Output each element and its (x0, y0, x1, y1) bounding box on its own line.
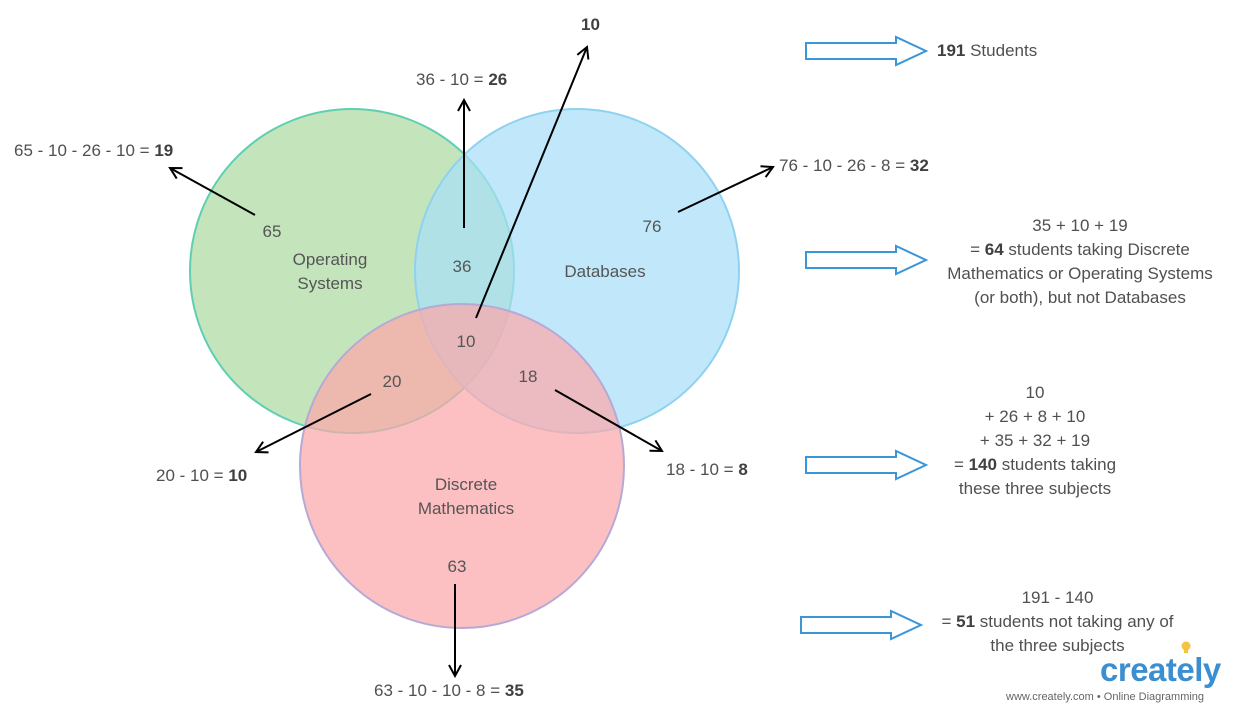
note-any-subject-line3: + 35 + 32 + 19 (979, 431, 1091, 450)
note-not-databases-line2: = 64 students taking Discrete (970, 240, 1190, 259)
calc-os-dm-only: 20 - 10 = 10 (156, 466, 248, 485)
creately-tagline[interactable]: www.creately.com • Online Diagramming (1006, 691, 1205, 703)
calc-db-only: 76 - 10 - 26 - 8 = 32 (779, 156, 929, 175)
db-total: 76 (643, 217, 662, 236)
region-os-db: 36 (453, 257, 472, 276)
note-any-subject-line1: 10 (1025, 383, 1045, 402)
note-arrow-none (800, 609, 924, 641)
region-db-dm: 18 (519, 367, 538, 386)
note-any-subject-line4: = 140 students taking (953, 455, 1117, 474)
note-arrow-total (805, 35, 929, 67)
note-any-subject-line5: these three subjects (958, 479, 1112, 498)
arrow-os-dm (256, 393, 372, 452)
dm-total: 63 (448, 557, 467, 576)
note-arrow-any-subject (805, 449, 929, 481)
db-label: Databases (564, 262, 645, 281)
calc-dm-only: 63 - 10 - 10 - 8 = 35 (374, 681, 524, 700)
os-total: 65 (263, 222, 282, 241)
region-all-three: 10 (457, 332, 476, 351)
creately-logo[interactable]: creately (1100, 651, 1221, 688)
circle-discrete-mathematics[interactable] (299, 303, 625, 629)
calc-os-db-only: 36 - 10 = 26 (416, 70, 508, 89)
calc-all-three: 10 (581, 15, 600, 34)
note-any-subject: 10 + 26 + 8 + 10 + 35 + 32 + 19 = 140 st… (900, 381, 1170, 501)
arrow-db-dm (554, 389, 662, 451)
os-label-line1: Operating (293, 250, 368, 269)
note-not-databases: 35 + 10 + 19 = 64 students taking Discre… (930, 214, 1230, 310)
dm-label-line1: Discrete (435, 475, 497, 494)
arrow-os-only (170, 168, 256, 216)
note-not-databases-line4: (or both), but not Databases (974, 288, 1186, 307)
note-not-databases-line3: Mathematics or Operating Systems (947, 264, 1213, 283)
dm-label-line2: Mathematics (418, 499, 514, 518)
arrow-all-three (475, 47, 587, 319)
note-total: 191 Students (937, 41, 1038, 60)
note-none-line1: 191 - 140 (1021, 588, 1094, 607)
note-any-subject-line2: + 26 + 8 + 10 (984, 407, 1086, 426)
arrow-db-only (677, 167, 773, 213)
note-none-line2: = 51 students not taking any of (941, 612, 1174, 631)
lightbulb-icon (1181, 641, 1191, 653)
region-os-dm: 20 (383, 372, 402, 391)
note-not-databases-line1: 35 + 10 + 19 (1032, 216, 1128, 235)
note-none: 191 - 140 = 51 students not taking any o… (915, 586, 1200, 658)
calc-db-dm-only: 18 - 10 = 8 (666, 460, 748, 479)
calc-os-only: 65 - 10 - 26 - 10 = 19 (14, 141, 174, 160)
os-label-line2: Systems (297, 274, 362, 293)
note-none-line3: the three subjects (990, 636, 1125, 655)
note-arrow-not-databases (805, 244, 929, 276)
